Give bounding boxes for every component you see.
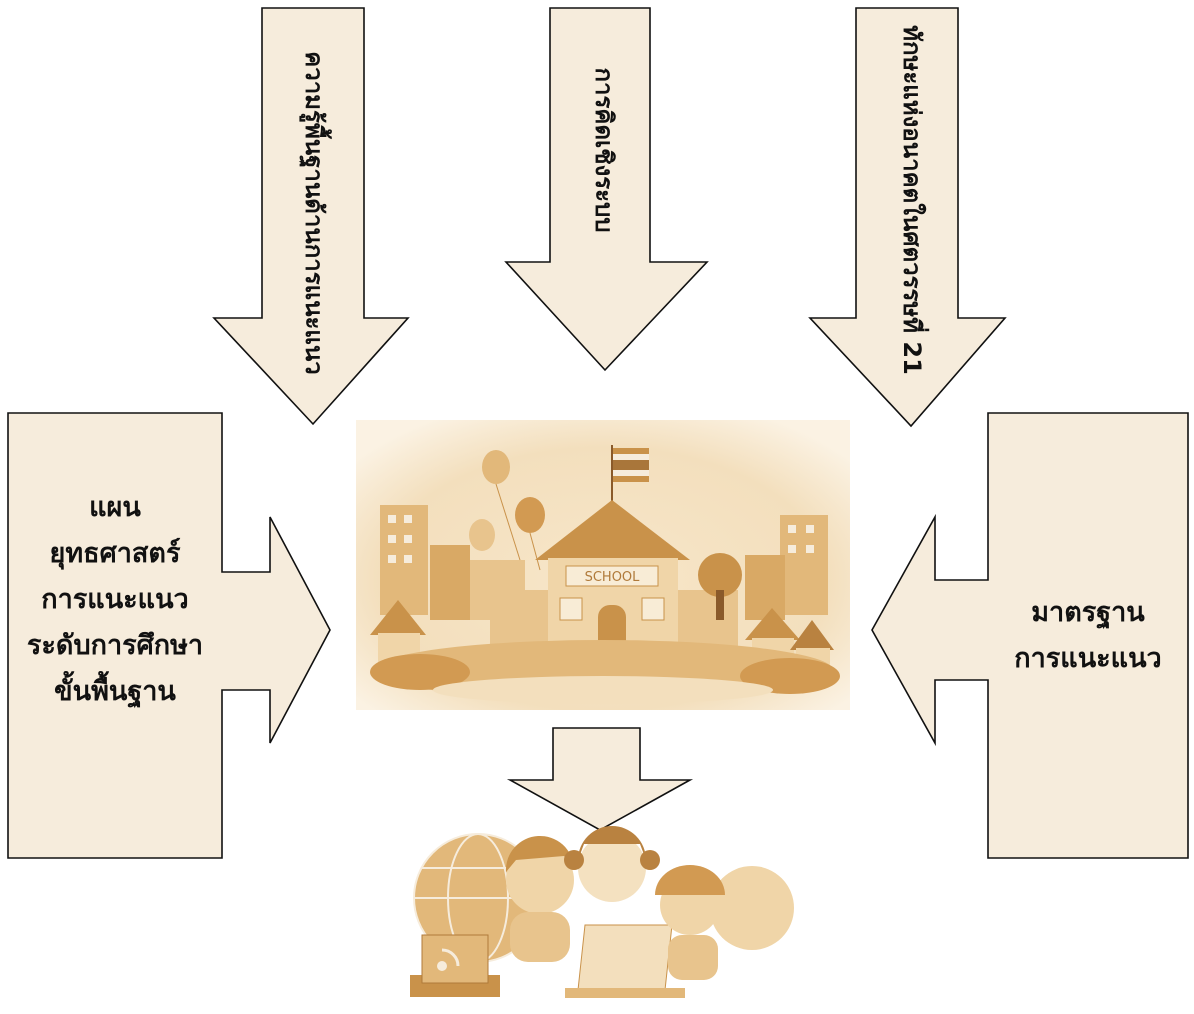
arrow-top-left-shape	[212, 7, 410, 426]
arrow-right-line-1: มาตรฐาน	[1031, 597, 1145, 628]
arrow-top-right: ทักษะแห่งอนาคตในศตวรรษที่ 21	[808, 7, 1007, 428]
arrow-bottom-shape	[506, 727, 694, 831]
arrow-top-right-label: ทักษะแห่งอนาคตในศตวรรษที่ 21	[898, 25, 930, 375]
arrow-left-line-2: ยุทธศาสตร์	[49, 538, 181, 569]
arrow-top-center-shape	[504, 7, 709, 372]
arrow-top-left-label: ความรู้พื้นฐานด้านการแนะแนว	[298, 51, 333, 375]
arrow-top-center-label: การคิดเชิงระบบ	[590, 68, 618, 233]
arrow-top-center: การคิดเชิงระบบ	[504, 7, 709, 372]
arrow-right-shape	[871, 412, 1189, 859]
arrow-right-line-2: การแนะแนว	[1014, 643, 1162, 674]
arrow-left-shape	[7, 412, 331, 859]
arrow-left-line-1: แผน	[89, 492, 141, 523]
school-sign-text: SCHOOL	[585, 570, 641, 585]
school-illustration: SCHOOL	[356, 420, 850, 710]
arrow-right-label: มาตรฐาน การแนะแนว	[988, 590, 1188, 682]
students-computer-illustration	[410, 826, 794, 998]
arrow-left-line-4: ระดับการศึกษา	[26, 630, 204, 661]
arrow-left-label: แผน ยุทธศาสตร์ การแนะแนว ระดับการศึกษา ข…	[8, 485, 222, 715]
arrow-top-left: ความรู้พื้นฐานด้านการแนะแนว	[212, 7, 410, 426]
arrow-top-right-shape	[808, 7, 1007, 428]
arrow-left-line-3: การแนะแนว	[41, 584, 189, 615]
arrow-left-line-5: ขั้นพื้นฐาน	[54, 676, 176, 707]
